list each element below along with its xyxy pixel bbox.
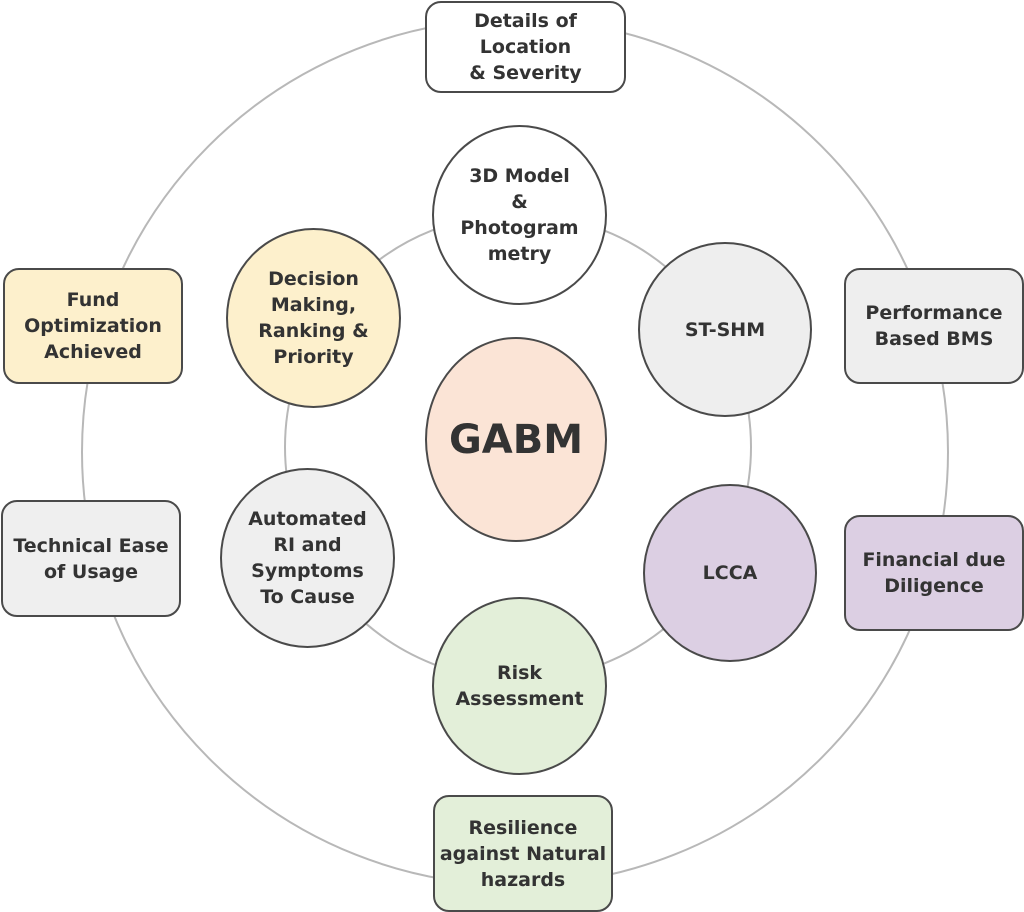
outer-node-resilience[interactable]: Resilience against Natural hazards (433, 795, 613, 912)
outer-node-performance-bms[interactable]: Performance Based BMS (844, 268, 1024, 384)
inner-node-automated-ri[interactable]: Automated RI and Symptoms To Cause (220, 468, 395, 648)
outer-node-technical-ease[interactable]: Technical Ease of Usage (1, 500, 181, 617)
outer-node-details-location[interactable]: Details of Location & Severity (425, 1, 626, 93)
center-node-gabm[interactable]: GABM (425, 337, 607, 542)
inner-node-decision-making[interactable]: Decision Making, Ranking & Priority (226, 228, 401, 408)
inner-node-risk-assessment[interactable]: Risk Assessment (432, 597, 607, 775)
outer-node-financial-diligence[interactable]: Financial due Diligence (844, 515, 1024, 631)
inner-node-3d-model[interactable]: 3D Model & Photogram metry (432, 125, 607, 305)
inner-node-lcca[interactable]: LCCA (643, 484, 817, 662)
inner-node-st-shm[interactable]: ST-SHM (638, 242, 812, 417)
outer-node-fund-optimization[interactable]: Fund Optimization Achieved (3, 268, 183, 384)
